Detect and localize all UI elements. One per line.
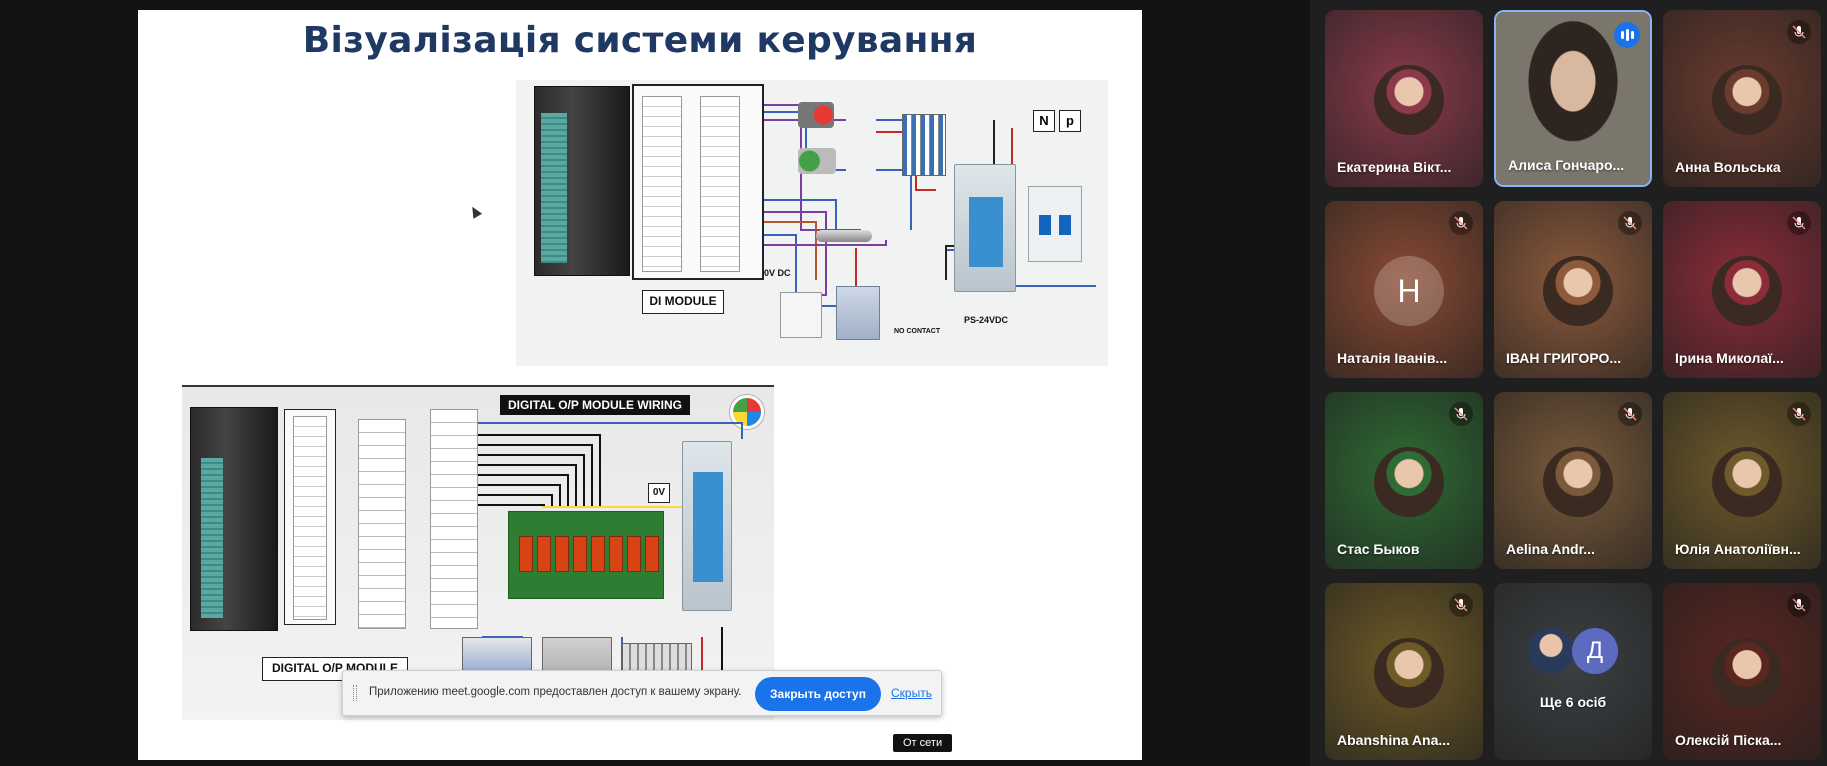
participant-tile[interactable]: Стас Быков (1325, 392, 1483, 569)
participant-name: Алиса Гончаро... (1508, 157, 1625, 173)
circuit-breaker (1028, 186, 1082, 262)
presentation-slide: Візуалізація системи керування 0V DC DI … (138, 10, 1142, 760)
avatar-initial: Д (1572, 628, 1618, 674)
do-module-outline (284, 409, 336, 625)
di-wiring-diagram: 0V DC DI MODULE (516, 80, 1108, 366)
do-zero-v-label: 0V (648, 483, 670, 503)
avatar (1712, 65, 1782, 135)
psu-label: PS-24VDC (964, 315, 1009, 325)
mic-off-icon (1787, 20, 1811, 44)
zero-v-dc-label: 0V DC (764, 268, 791, 278)
participant-name: Екатерина Вікт... (1337, 159, 1452, 175)
shared-screen: Візуалізація системи керування 0V DC DI … (0, 0, 1310, 766)
mic-off-icon (1618, 402, 1642, 426)
participant-tile-active-speaker[interactable]: Алиса Гончаро... (1494, 10, 1652, 187)
mouse-cursor-icon (467, 204, 483, 219)
participant-tile[interactable]: Ірина Миколаї... (1663, 201, 1821, 378)
participant-name: Юлія Анатоліївн... (1675, 541, 1801, 557)
avatar (1374, 447, 1444, 517)
start-pushbutton (798, 148, 836, 174)
share-message: Приложению meet.google.com предоставлен … (369, 686, 742, 698)
participant-tile[interactable]: Abanshina Ana... (1325, 583, 1483, 760)
di-module-outline (632, 84, 764, 280)
avatar-initial: Н (1374, 256, 1444, 326)
more-participants-label: Ще 6 осіб (1539, 694, 1607, 710)
pressure-switch (836, 286, 880, 340)
output-schematic-2 (430, 409, 478, 629)
participant-name: Ірина Миколаї... (1675, 350, 1784, 366)
logo-icon (730, 395, 764, 429)
participant-tile[interactable]: Анна Вольська (1663, 10, 1821, 187)
mic-off-icon (1449, 593, 1473, 617)
avatar (1712, 638, 1782, 708)
power-supply (954, 164, 1016, 292)
no-contact-label: NO CONTACT (894, 328, 941, 335)
stop-pushbutton (798, 102, 834, 128)
neutral-label: N (1033, 110, 1055, 132)
screen-share-notification: Приложению meet.google.com предоставлен … (342, 670, 942, 716)
participant-name: Стас Быков (1337, 541, 1420, 557)
participant-tile[interactable]: Aelina Andr... (1494, 392, 1652, 569)
participant-tile[interactable]: Олексій Піска... (1663, 583, 1821, 760)
do-diagram-title: DIGITAL O/P MODULE WIRING (500, 395, 690, 415)
contactor (780, 292, 822, 338)
speaking-indicator-icon (1614, 22, 1640, 48)
avatar (1543, 447, 1613, 517)
plc-unit-2 (190, 407, 278, 631)
plc-unit (534, 86, 630, 276)
mic-off-icon (1449, 211, 1473, 235)
slide-title: Візуалізація системи керування (302, 20, 978, 61)
offline-tooltip: От сети (893, 734, 953, 752)
participant-tile[interactable]: ІВАН ГРИГОРО... (1494, 201, 1652, 378)
participant-tile[interactable]: Екатерина Вікт... (1325, 10, 1483, 187)
participant-name: Анна Вольська (1675, 159, 1781, 175)
avatar (1528, 628, 1574, 674)
participant-grid: Екатерина Вікт... Алиса Гончаро... Анна … (1320, 0, 1827, 766)
output-schematic-1 (358, 419, 406, 629)
power-supply-2 (682, 441, 732, 611)
phase-label: p (1059, 110, 1081, 132)
participant-tile[interactable]: Юлія Анатоліївн... (1663, 392, 1821, 569)
participant-name: Наталія Іванів... (1337, 350, 1448, 366)
participant-tile[interactable]: Н Наталія Іванів... (1325, 201, 1483, 378)
mic-off-icon (1618, 211, 1642, 235)
proximity-sensor (816, 230, 872, 242)
mic-off-icon (1787, 593, 1811, 617)
terminal-block (902, 114, 946, 176)
hide-link[interactable]: Скрыть (891, 686, 932, 700)
avatar (1712, 447, 1782, 517)
avatar (1543, 256, 1613, 326)
participant-name: ІВАН ГРИГОРО... (1506, 350, 1622, 366)
drag-handle-icon[interactable] (353, 685, 357, 701)
participant-name: Aelina Andr... (1506, 541, 1595, 557)
more-participants-tile[interactable]: Д Ще 6 осіб (1494, 583, 1652, 760)
mic-off-icon (1449, 402, 1473, 426)
stop-sharing-button[interactable]: Закрыть доступ (755, 677, 881, 711)
do-module-label: DIGITAL O/P MODULE (262, 657, 408, 681)
relay-board (508, 511, 664, 599)
mic-off-icon (1787, 211, 1811, 235)
di-module-label: DI MODULE (642, 290, 724, 314)
avatar (1374, 65, 1444, 135)
participant-name: Олексій Піска... (1675, 732, 1782, 748)
participant-name: Abanshina Ana... (1337, 732, 1451, 748)
avatar (1374, 638, 1444, 708)
mic-off-icon (1787, 402, 1811, 426)
avatar (1712, 256, 1782, 326)
